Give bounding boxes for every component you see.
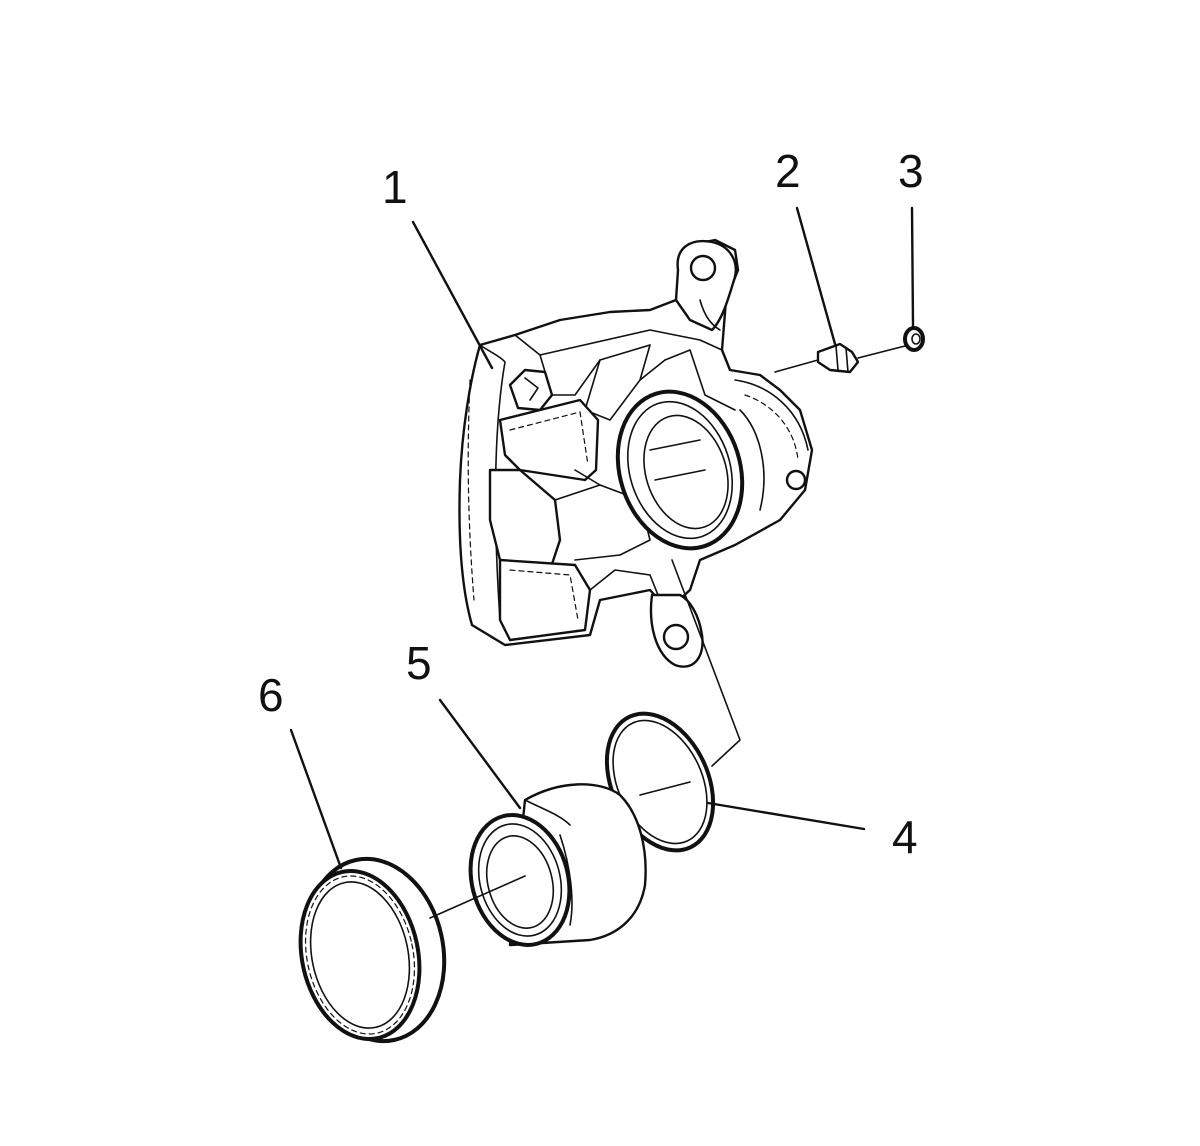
callout-3: 3: [898, 145, 924, 197]
callout-4: 4: [892, 811, 918, 863]
leader-6: [289, 728, 343, 870]
bleeder-valve: [774, 342, 906, 374]
callout-5: 5: [406, 637, 432, 689]
leader-3: [910, 206, 915, 328]
bleeder-cap: [903, 326, 925, 352]
piston: [468, 783, 647, 947]
leader-2: [795, 206, 837, 346]
leader-5: [438, 698, 522, 810]
dust-boot: [298, 856, 526, 1044]
caliper-housing: [458, 238, 814, 668]
leader-1: [411, 220, 494, 370]
leader-4: [706, 801, 866, 831]
leader-lines: [289, 206, 915, 870]
callout-6: 6: [258, 669, 284, 721]
callout-2: 2: [775, 145, 801, 197]
callout-1: 1: [382, 161, 408, 213]
callouts: 1 2 3 4 5 6: [258, 145, 924, 863]
